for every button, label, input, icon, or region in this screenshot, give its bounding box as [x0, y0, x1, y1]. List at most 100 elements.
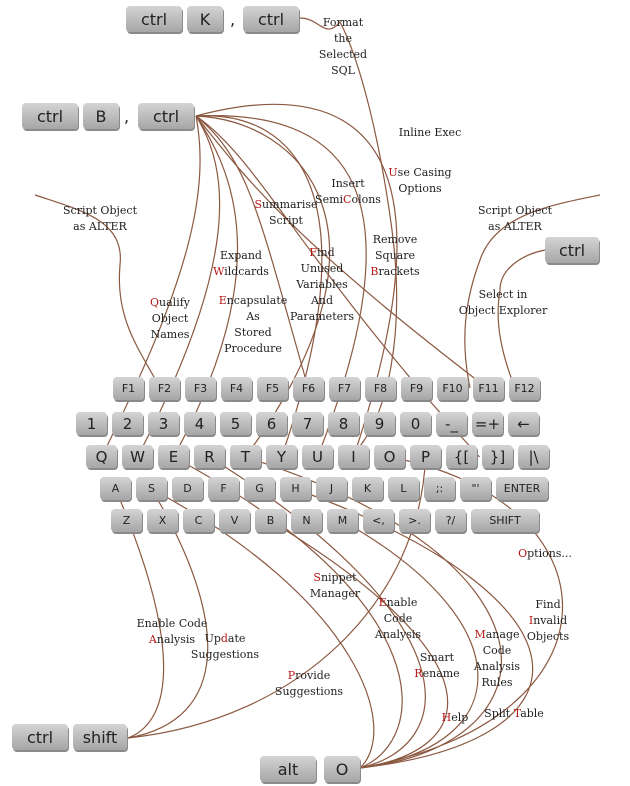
- label-line: Qualify: [150, 295, 190, 311]
- second-combo-ctrl-key: ctrl: [22, 103, 78, 129]
- key-bottom-3: V: [219, 509, 250, 532]
- inline-exec-label: Inline Exec: [399, 125, 461, 141]
- label-line: Update: [191, 631, 259, 647]
- label-line: Find: [290, 245, 354, 261]
- label-line: Code: [482, 644, 512, 657]
- label-line: Encapsulate: [219, 293, 288, 309]
- label-line: Code: [383, 612, 413, 625]
- shortcut-letter: Q: [150, 296, 160, 309]
- label-line: Names: [150, 328, 190, 341]
- key-home-5: H: [280, 477, 311, 500]
- shortcut-letter: E: [218, 294, 227, 307]
- top-combo-comma: ,: [230, 10, 236, 29]
- label-text-after: able: [520, 707, 544, 720]
- second-combo-comma: ,: [124, 107, 130, 126]
- label-text-after: olons: [351, 193, 381, 206]
- shortcut-letter: M: [474, 628, 486, 641]
- wire-select-objects: [195, 115, 489, 390]
- wire-snippet: [151, 488, 375, 769]
- key-home-0: A: [100, 477, 131, 500]
- key-number-4: 5: [220, 412, 251, 435]
- label-text-after: rackets: [378, 265, 420, 278]
- label-line: Insert: [331, 177, 365, 190]
- label-line: Objects: [526, 630, 570, 643]
- key-bottom-8: >.: [399, 509, 430, 532]
- label-text-after: nalysis: [156, 633, 196, 646]
- key-number-10: -_: [436, 412, 467, 435]
- key-number-11: =+: [472, 412, 503, 435]
- label-line: Wildcards: [213, 264, 269, 280]
- label-text-after: ind: [316, 246, 335, 259]
- key-home-1: S: [136, 477, 167, 500]
- wire-use-casing: [195, 115, 367, 458]
- label-text-after: nippet: [320, 571, 357, 584]
- label-line: Manager: [309, 587, 361, 600]
- label-line: the: [333, 32, 352, 45]
- wire-remove-brackets: [195, 115, 331, 458]
- key-qwerty-2: E: [158, 445, 189, 468]
- key-function-1: F2: [149, 377, 180, 400]
- top-combo-k-key: K: [187, 6, 223, 32]
- key-number-9: 0: [400, 412, 431, 435]
- key-home-4: G: [244, 477, 275, 500]
- key-number-3: 4: [184, 412, 215, 435]
- label-line: Manage: [474, 627, 520, 643]
- label-line: Script: [269, 214, 303, 227]
- key-qwerty-12: |\: [518, 445, 549, 468]
- label-line: Script Object: [478, 204, 552, 217]
- label-line: Enable: [375, 595, 421, 611]
- key-qwerty-8: O: [374, 445, 405, 468]
- key-function-4: F5: [257, 377, 288, 400]
- label-text-after: ummarise: [262, 198, 318, 211]
- ctrl-shift-shift-key: shift: [73, 724, 127, 750]
- shortcut-letter: U: [388, 166, 398, 179]
- wire-select-explorer: [497, 249, 546, 389]
- shortcut-letter: S: [254, 198, 263, 211]
- label-text-after: ildcards: [224, 265, 269, 278]
- ctrl-shift-ctrl-key: ctrl: [12, 724, 68, 750]
- key-function-0: F1: [113, 377, 144, 400]
- key-bottom-9: ?/: [435, 509, 466, 532]
- key-qwerty-9: P: [410, 445, 441, 468]
- key-qwerty-4: T: [230, 445, 261, 468]
- shortcut-letter: d: [220, 632, 228, 645]
- shortcut-letter: R: [414, 667, 423, 680]
- label-line: SemiColons: [315, 192, 381, 208]
- key-qwerty-3: R: [194, 445, 225, 468]
- key-home-7: K: [352, 477, 383, 500]
- wire-summarise: [195, 115, 310, 390]
- label-line: as ALTER: [488, 220, 542, 233]
- label-line: Suggestions: [274, 685, 344, 698]
- label-text-before: Semi: [315, 193, 344, 206]
- key-bottom-4: B: [255, 509, 286, 532]
- key-function-2: F3: [185, 377, 216, 400]
- label-line: Stored: [234, 326, 272, 339]
- second-combo-ctrl2-key: ctrl: [138, 103, 194, 129]
- label-line: Snippet: [310, 570, 360, 586]
- label-line: Parameters: [289, 310, 355, 323]
- label-text-after: nvalid: [533, 614, 568, 627]
- label-text-after: nable: [386, 596, 418, 609]
- label-line: Invalid: [527, 613, 569, 629]
- key-qwerty-11: }]: [482, 445, 513, 468]
- label-line: Format: [322, 16, 364, 29]
- help-label: Help: [442, 710, 469, 726]
- label-line: Help: [442, 710, 469, 726]
- label-line: Use Casing: [388, 165, 451, 181]
- key-function-10: F11: [473, 377, 504, 400]
- label-line: Enable Code: [136, 617, 208, 630]
- key-qwerty-5: Y: [266, 445, 297, 468]
- label-text-after: ptions...: [527, 547, 572, 560]
- label-line: Object Explorer: [458, 304, 548, 317]
